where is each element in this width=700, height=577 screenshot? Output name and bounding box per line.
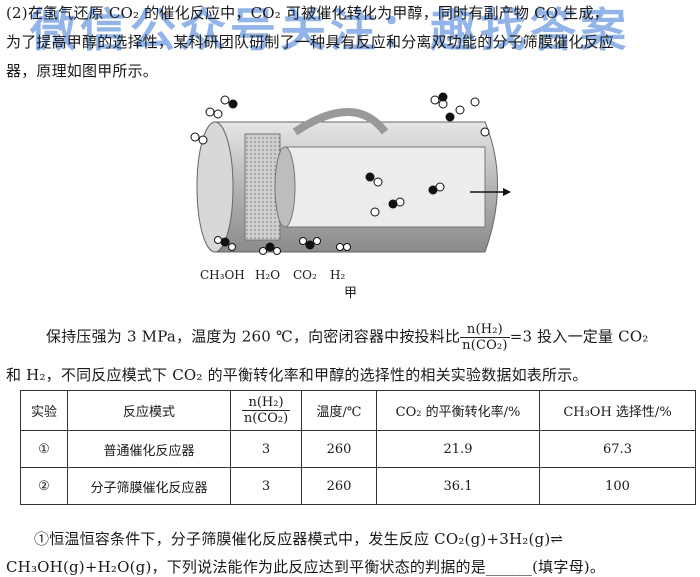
table-row: ② 分子筛膜催化反应器 3 260 36.1 100	[20, 467, 696, 505]
header-cell: n(H₂)n(CO₂)	[230, 390, 302, 431]
text-segment: 保持压强为 3 MPa，温度为 260 ℃，向密闭容器中按投料比	[46, 327, 461, 346]
header-cell: 温度/℃	[301, 390, 377, 431]
table-cell: ②	[20, 467, 68, 505]
table-cell: 3	[230, 467, 302, 505]
header-cell: CO₂ 的平衡转化率/%	[376, 390, 540, 431]
table-row: ① 普通催化反应器 3 260 21.9 67.3	[20, 430, 696, 468]
table-cell: ①	[20, 430, 68, 468]
text-segment: =3 投入一定量 CO₂	[509, 327, 649, 346]
label-ch3oh: CH₃OH	[200, 268, 245, 282]
label-h2: H₂	[330, 268, 346, 282]
label-co2: CO₂	[293, 268, 317, 282]
label-h2o: H₂O	[255, 268, 281, 282]
reactor-diagram	[185, 92, 515, 302]
ratio-denominator: n(CO₂)	[462, 338, 508, 353]
watermark: 微信公众号关注：趣找答案	[30, 3, 630, 57]
table-cell: 100	[539, 467, 696, 505]
text-line: 器，原理如图甲所示。	[6, 62, 159, 80]
header-cell: CH₃OH 选择性/%	[539, 390, 696, 431]
table-cell: 普通催化反应器	[67, 430, 231, 468]
table-cell: 21.9	[376, 430, 540, 468]
ratio-numerator: n(H₂)	[241, 395, 291, 411]
table-header-row: 实验 反应模式 n(H₂)n(CO₂) 温度/℃ CO₂ 的平衡转化率/% CH…	[20, 390, 696, 431]
table-cell: 3	[230, 430, 302, 468]
reactor-illustration	[190, 92, 511, 255]
figure-caption: 甲	[344, 286, 358, 301]
data-table: 实验 反应模式 n(H₂)n(CO₂) 温度/℃ CO₂ 的平衡转化率/% CH…	[20, 390, 696, 505]
text-line: ①恒温恒容条件下，分子筛膜催化反应器模式中，发生反应 CO₂(g)+3H₂(g)…	[34, 530, 564, 548]
table-cell: 36.1	[376, 467, 540, 505]
header-ratio-fraction: n(H₂)n(CO₂)	[241, 395, 291, 426]
table-cell: 260	[301, 430, 377, 468]
table-cell: 分子筛膜催化反应器	[67, 467, 231, 505]
header-cell: 反应模式	[67, 390, 231, 431]
text-line: 和 H₂，不同反应模式下 CO₂ 的平衡转化率和甲醇的选择性的相关实验数据如表所…	[6, 366, 588, 384]
text-line: (2)在氢气还原 CO₂ 的催化反应中，CO₂ 可被催化转化为甲醇，同时有副产物…	[6, 4, 609, 22]
ratio-fraction: n(H₂)n(CO₂)	[460, 322, 510, 353]
table-cell: 67.3	[539, 430, 696, 468]
ratio-denominator: n(CO₂)	[243, 411, 289, 426]
ratio-numerator: n(H₂)	[460, 322, 510, 338]
header-cell: 实验	[20, 390, 68, 431]
text-line: CH₃OH(g)+H₂O(g)，下列说法能作为此反应达到平衡状态的判据的是___…	[6, 558, 606, 576]
text-line: 为了提高甲醇的选择性，某科研团队研制了一种具有反应和分离双功能的分子筛膜催化反应	[6, 33, 615, 51]
table-cell: 260	[301, 467, 377, 505]
